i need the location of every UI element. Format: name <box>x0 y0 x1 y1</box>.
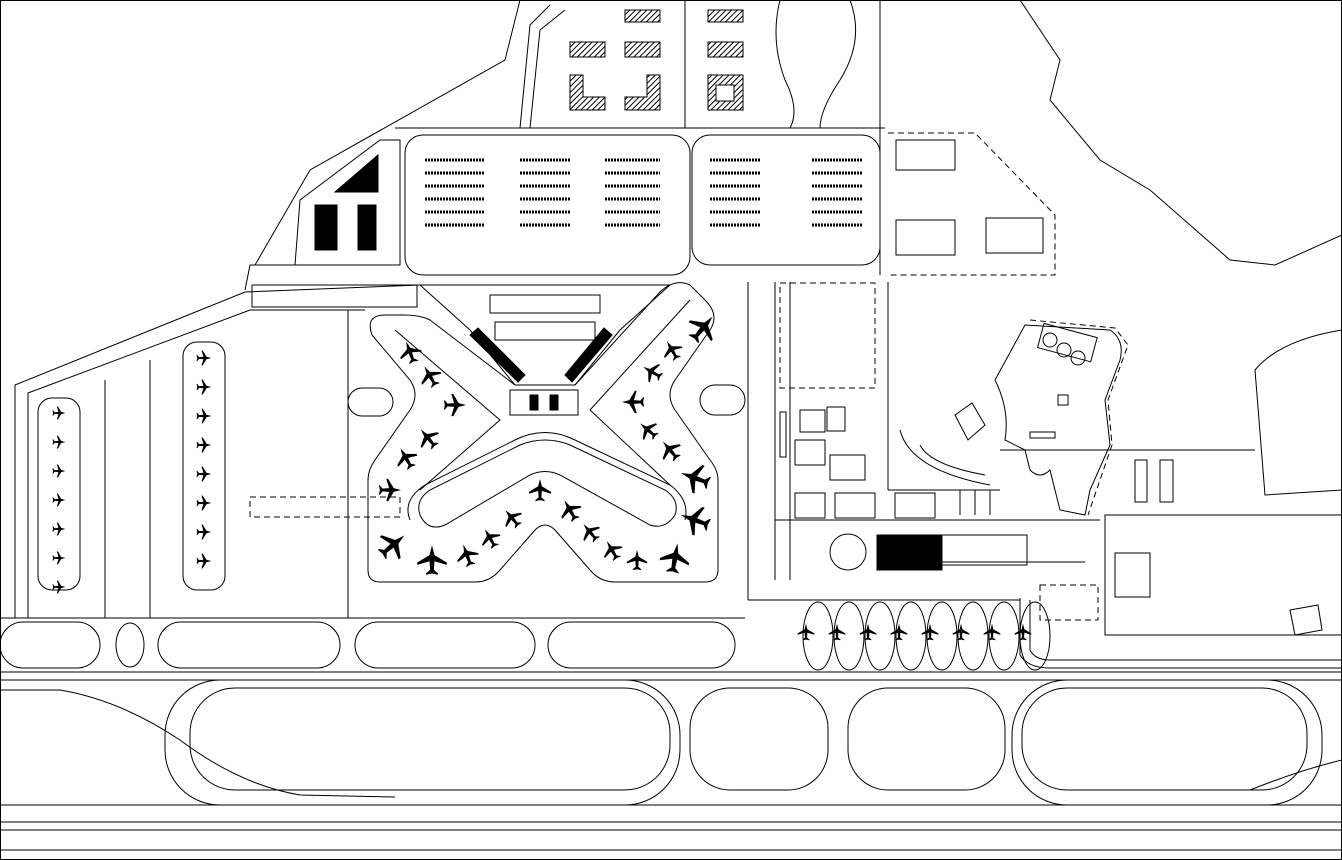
aircraft-icon <box>598 536 626 564</box>
aircraft-icon <box>378 478 402 502</box>
aircraft-icon <box>414 360 446 392</box>
aircraft-icon <box>575 517 605 547</box>
aircraft-icon <box>638 358 666 386</box>
aircraft-icon <box>658 336 686 364</box>
aircraft-icon <box>983 623 1001 641</box>
aircraft-icon <box>952 623 970 641</box>
aircraft-icon <box>196 495 212 511</box>
support-buildings <box>779 406 1099 621</box>
remote-stand-oval <box>957 601 989 671</box>
terminal-building <box>418 284 672 416</box>
aircraft-icon <box>372 524 414 566</box>
aircraft-icon <box>797 623 815 641</box>
aircraft-icon <box>390 442 422 474</box>
remote-stand-oval <box>988 601 1020 671</box>
aircraft-icon <box>196 437 212 453</box>
aircraft-icon <box>443 393 467 417</box>
car-parking <box>244 0 885 291</box>
aircraft-icon <box>676 501 714 539</box>
remote-stand-oval <box>833 601 865 671</box>
remote-stand-center <box>182 341 226 591</box>
top-buildings <box>569 9 744 111</box>
fuel-farm <box>899 319 1129 516</box>
aircraft-icon <box>52 551 66 565</box>
parking-rows <box>425 158 862 227</box>
aircraft-icon <box>554 494 586 526</box>
aircraft-icon <box>196 408 212 424</box>
aircraft-icon <box>52 435 66 449</box>
aircraft-icon <box>196 379 212 395</box>
aircraft-icon <box>52 493 66 507</box>
taxiway-loops <box>0 598 1342 669</box>
aircraft-icon <box>52 464 66 478</box>
remote-stand-oval <box>802 601 834 671</box>
aircraft-icon <box>621 390 645 414</box>
left-taxiway <box>14 284 421 618</box>
aircraft-icon <box>196 553 212 569</box>
aircraft-icon <box>1014 623 1032 641</box>
aircraft-icon <box>859 623 877 641</box>
aircraft-icon <box>497 503 527 533</box>
aircraft-icon <box>633 415 663 445</box>
remote-stand-row <box>802 601 1051 671</box>
x-shaped-apron <box>367 282 746 583</box>
runway-system <box>0 671 1342 851</box>
aircraft-icon <box>921 623 939 641</box>
aircraft-icon <box>676 459 714 497</box>
landside-zones <box>747 0 1342 636</box>
aircraft-icon <box>412 422 444 454</box>
aircraft-icon <box>196 524 212 540</box>
remote-stand-oval <box>895 601 927 671</box>
aircraft-icon <box>682 307 724 349</box>
aircraft-icon <box>654 434 686 466</box>
aircraft-icon <box>52 580 66 594</box>
aircraft-icon <box>196 466 212 482</box>
aircraft-icon <box>196 350 212 366</box>
aircraft-icon <box>476 524 504 552</box>
aircraft-icon <box>52 522 66 536</box>
aircraft-icon <box>626 549 648 571</box>
aircraft-icon <box>528 478 552 502</box>
remote-stand-oval <box>926 601 958 671</box>
remote-stand-oval <box>1019 601 1051 671</box>
aircraft-icon <box>657 540 693 576</box>
aircraft-icon <box>52 406 66 420</box>
remote-stand-oval <box>864 601 896 671</box>
aircraft-icon <box>417 545 447 575</box>
aircraft-icon <box>890 623 908 641</box>
aircraft-icon <box>828 623 846 641</box>
aircraft-icon <box>452 540 482 570</box>
